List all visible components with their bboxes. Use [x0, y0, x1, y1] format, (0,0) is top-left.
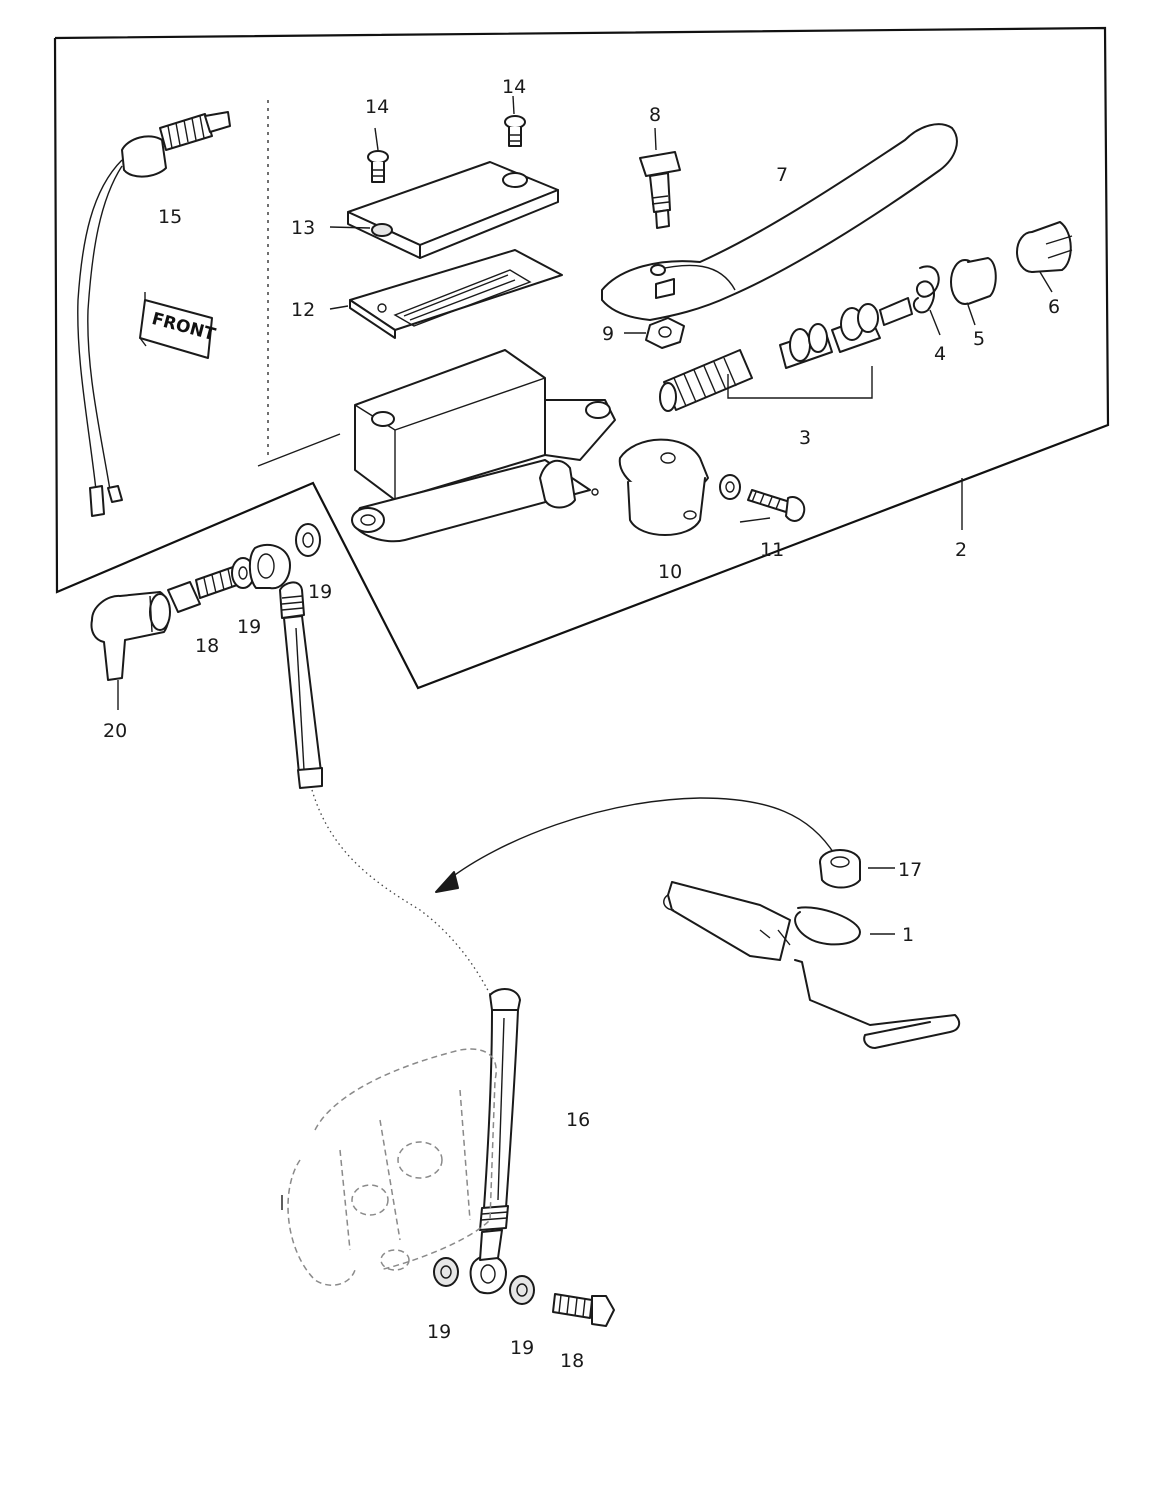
callout-18-upper: 18 — [195, 635, 219, 657]
banjo-fitting-lower — [469, 1229, 507, 1295]
part-7-brake-lever — [601, 123, 958, 321]
callout-3: 3 — [799, 427, 811, 449]
callout-7: 7 — [776, 164, 788, 186]
part-12-diaphragm — [349, 249, 563, 339]
callout-17: 17 — [898, 859, 922, 881]
part-11-clamp-bolt — [719, 474, 806, 522]
part-19-washer-lower-left — [433, 1257, 459, 1287]
callout-15: 15 — [158, 206, 182, 228]
callout-4: 4 — [934, 343, 946, 365]
front-direction-tag: FRONT — [139, 292, 218, 359]
callout-13: 13 — [291, 217, 315, 239]
part-19-washer-lower-right — [509, 1275, 535, 1305]
part-3-piston-assembly — [659, 297, 913, 412]
callout-20: 20 — [103, 720, 127, 742]
part-15-brake-light-switch — [77, 111, 231, 517]
callout-14-left: 14 — [365, 96, 389, 118]
inner-box-bottom-edge — [257, 433, 341, 467]
part-16-brake-hose — [479, 988, 521, 1231]
part-13-reservoir-cap — [347, 161, 559, 259]
leader-lines — [117, 95, 1053, 935]
part-18-banjo-bolt-upper — [167, 565, 241, 613]
part-14-cap-screw-right — [504, 115, 526, 147]
part-17-grommet — [819, 849, 861, 889]
part-1-hose-guide-bracket — [663, 881, 961, 1049]
part-6-lever-adjuster — [1016, 221, 1073, 273]
callout-19-upper-right: 19 — [308, 581, 332, 603]
callout-18-lower: 18 — [560, 1350, 584, 1372]
callout-10: 10 — [658, 561, 682, 583]
banjo-fitting-upper — [248, 543, 291, 590]
callout-14-right: 14 — [502, 76, 526, 98]
callout-9: 9 — [602, 323, 614, 345]
callout-8: 8 — [649, 104, 661, 126]
hose-route-line — [311, 789, 493, 999]
part-4-circlip — [912, 265, 940, 314]
part-9-pivot-nut — [645, 317, 685, 349]
callout-12: 12 — [291, 299, 315, 321]
callout-16: 16 — [566, 1109, 590, 1131]
part-19-washer-upper-right — [295, 523, 321, 557]
part-14-cap-screw-left — [367, 150, 389, 183]
callout-11: 11 — [760, 539, 784, 561]
callouts: 1 2 3 4 5 6 7 8 9 10 11 12 13 14 14 15 1… — [103, 76, 1060, 1372]
part-5-dust-boot — [950, 257, 997, 305]
brake-caliper — [281, 1048, 497, 1286]
part-20-cap — [90, 591, 171, 681]
upper-hose — [279, 581, 323, 789]
part-8-pivot-bolt — [639, 151, 681, 229]
assembly-frame — [53, 26, 1110, 690]
callout-1: 1 — [902, 924, 914, 946]
callout-19-lower-left: 19 — [427, 1321, 451, 1343]
part-10-handlebar-clamp — [618, 438, 709, 536]
part-18-banjo-bolt-lower — [552, 1293, 615, 1327]
callout-6: 6 — [1048, 296, 1060, 318]
part-2-master-cylinder-body — [351, 349, 616, 543]
callout-19-upper-left: 19 — [237, 616, 261, 638]
callout-2: 2 — [955, 539, 967, 561]
callout-5: 5 — [973, 328, 985, 350]
callout-19-lower-right: 19 — [510, 1337, 534, 1359]
curved-arrow — [435, 797, 836, 893]
